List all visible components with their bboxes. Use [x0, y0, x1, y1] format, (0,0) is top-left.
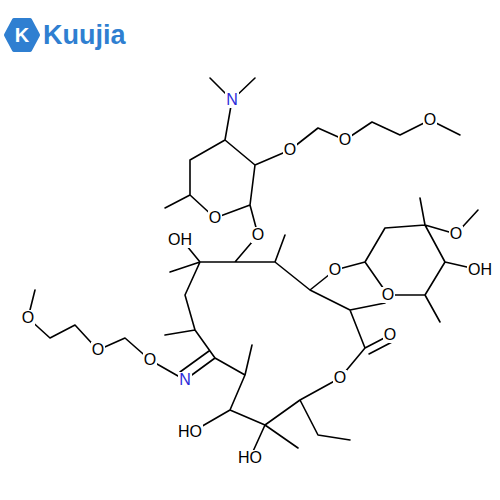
atom-label: O	[423, 112, 437, 128]
atom-label: O	[21, 310, 35, 326]
atom-label: O	[143, 352, 157, 368]
atom-label: O	[328, 262, 342, 278]
atom-label: O	[91, 342, 105, 358]
atom-label: O	[333, 370, 347, 386]
atom-label: O	[208, 210, 222, 226]
atom-label: OH	[167, 232, 193, 248]
atom-label: N	[225, 92, 239, 108]
atom-label: N	[178, 372, 192, 388]
logo-icon	[6, 20, 38, 50]
atom-label: O	[283, 142, 297, 158]
atom-label: OH	[467, 262, 493, 278]
logo-letter: K	[14, 25, 30, 45]
atom-label: O	[338, 132, 352, 148]
atom-label: O	[449, 226, 463, 242]
bond-lines	[28, 78, 480, 458]
atom-label: HO	[237, 450, 263, 466]
logo-text: Kuujia	[42, 22, 127, 49]
atom-label: O	[383, 327, 397, 343]
atom-label: HO	[177, 424, 203, 440]
atom-label: O	[251, 227, 265, 243]
atom-label: O	[381, 287, 395, 303]
